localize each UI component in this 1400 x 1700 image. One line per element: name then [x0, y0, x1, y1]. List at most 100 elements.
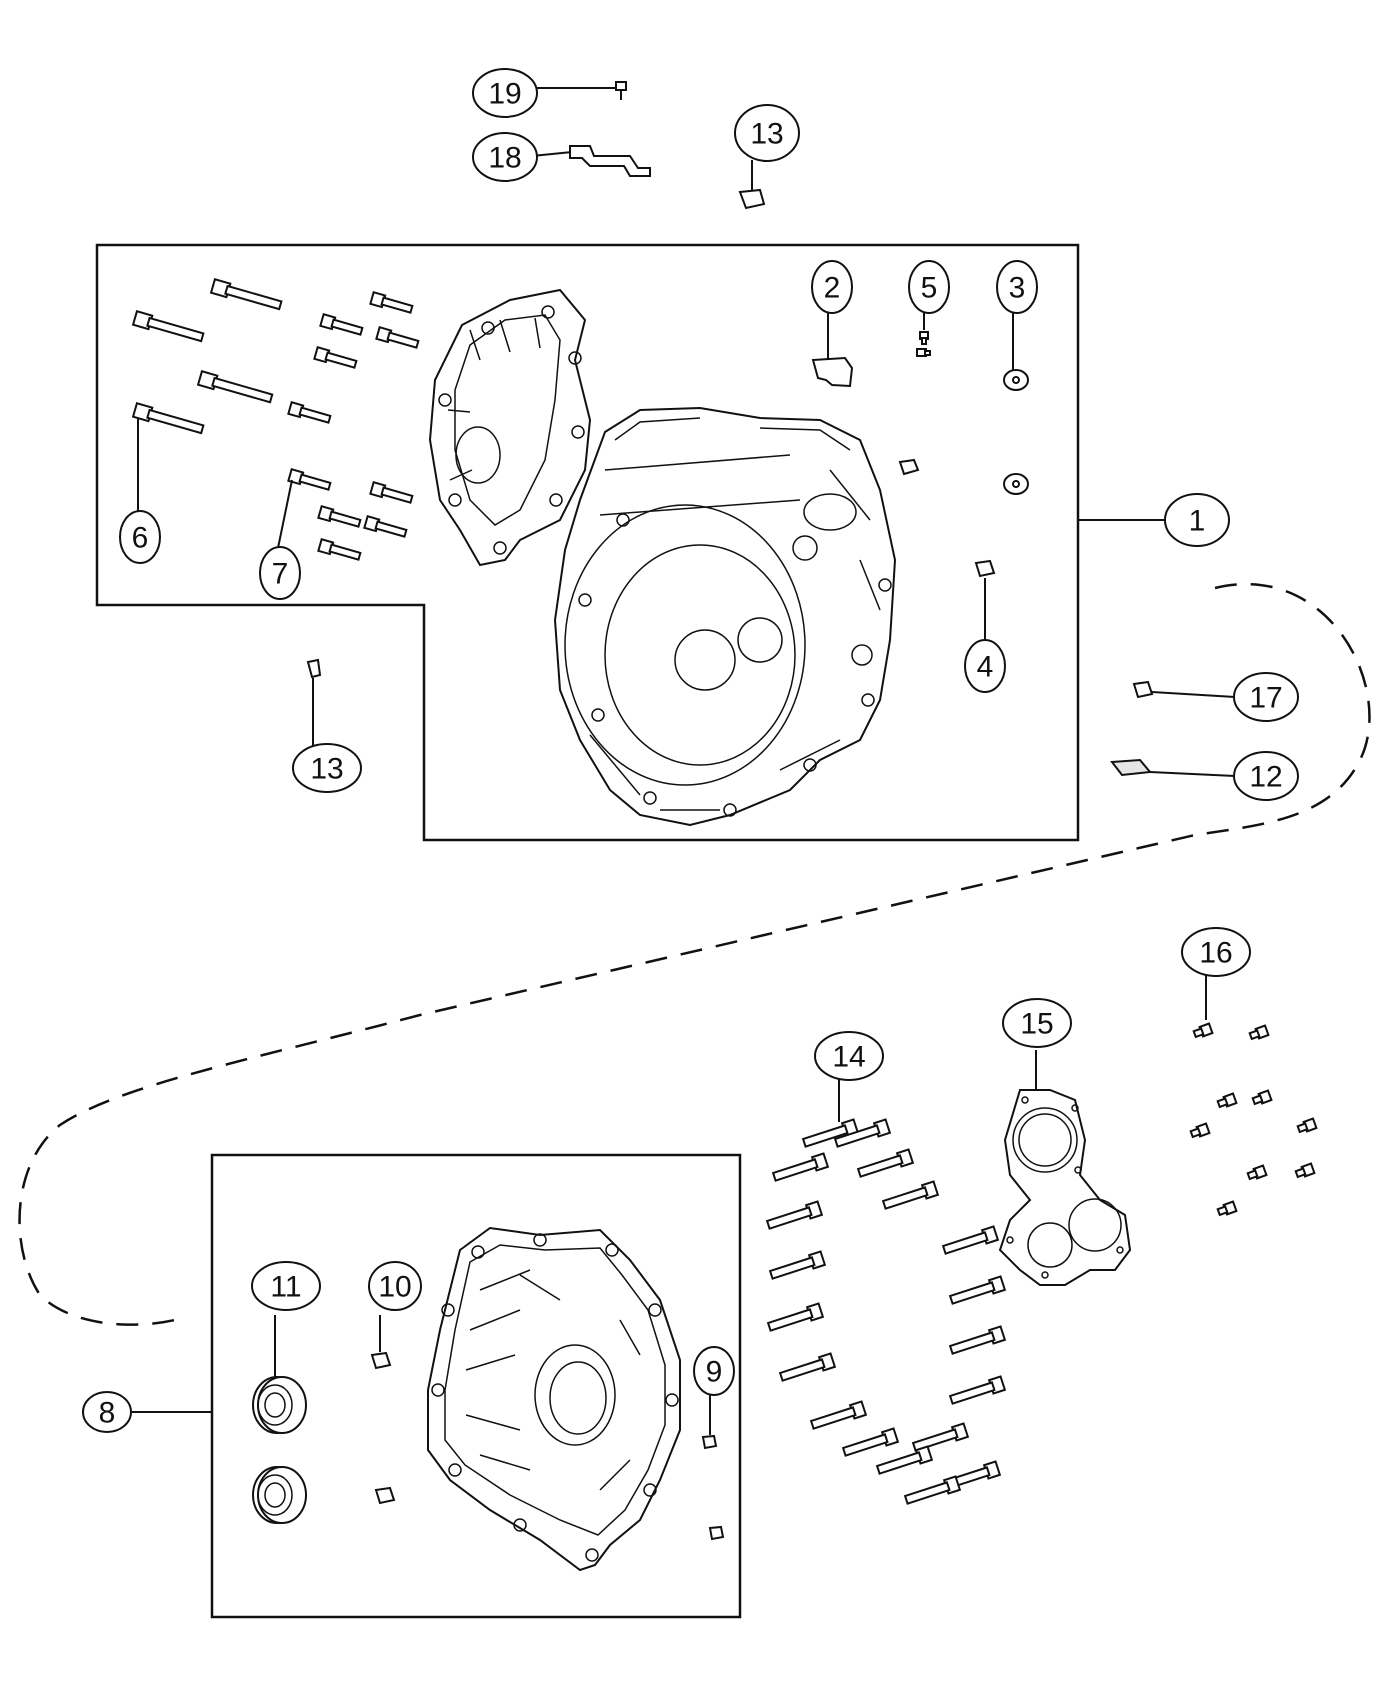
callout-bubble [82, 1391, 132, 1433]
callout-number: 14 [832, 1041, 865, 1074]
callout-number: 19 [488, 78, 521, 111]
callout-bubble [472, 132, 538, 182]
callout-number: 9 [706, 1356, 723, 1389]
callout-8: 8 [82, 1391, 132, 1433]
rear-cover-8 [427, 1226, 681, 1572]
callout-number: 15 [1020, 1008, 1053, 1041]
callout-13: 13 [292, 743, 362, 793]
callout-number: 3 [1009, 272, 1026, 305]
gasket-15 [998, 1050, 1132, 1286]
callout-bubble [814, 1031, 884, 1081]
callout-14: 14 [814, 1031, 884, 1081]
screw [1216, 1200, 1238, 1217]
bolt [856, 1148, 915, 1178]
bolt [809, 1400, 868, 1430]
screw [1296, 1117, 1318, 1134]
case-bolts-7 [287, 290, 420, 561]
plug-13-top [738, 160, 766, 210]
callout-number: 10 [378, 1271, 411, 1304]
callout-15: 15 [1002, 998, 1072, 1048]
callout-number: 2 [824, 272, 841, 305]
callout-number: 8 [99, 1397, 116, 1430]
callout-18: 18 [472, 132, 538, 182]
screw [1294, 1162, 1316, 1179]
callout-2: 2 [811, 260, 853, 314]
callout-bubble [259, 546, 301, 600]
bolt [881, 1180, 940, 1210]
callout-17: 17 [1233, 672, 1299, 722]
bolt [841, 1427, 900, 1457]
screw [1251, 1089, 1273, 1106]
plug-near-case [898, 458, 920, 476]
bolt [765, 1200, 824, 1230]
callout-4: 4 [964, 639, 1006, 693]
label-12 [1110, 758, 1236, 777]
screw [1248, 1024, 1270, 1041]
bolt [771, 1152, 830, 1182]
callout-19: 19 [472, 68, 538, 118]
plugs-9 [701, 1393, 725, 1541]
bolt [948, 1275, 1007, 1305]
screw-19 [532, 81, 627, 100]
callout-bubble [964, 639, 1006, 693]
bracket-2 [811, 307, 854, 388]
callout-bubble [251, 1261, 321, 1311]
callout-1: 1 [1164, 493, 1230, 547]
nut-4 [974, 559, 996, 644]
callout-bubble [119, 510, 161, 564]
callout-7: 7 [259, 546, 301, 600]
callout-number: 11 [270, 1271, 301, 1304]
callout-bubble [292, 743, 362, 793]
callout-number: 4 [977, 651, 994, 684]
bolt [833, 1118, 892, 1148]
bolt [948, 1375, 1007, 1405]
callout-6: 6 [119, 510, 161, 564]
bolt [778, 1352, 837, 1382]
callout-9: 9 [693, 1346, 735, 1396]
callout-bubble [996, 260, 1038, 314]
callout-number: 7 [272, 558, 289, 591]
screw [1246, 1164, 1268, 1181]
callout-number: 13 [310, 753, 343, 786]
callout-bubble [908, 260, 950, 314]
callout-number: 12 [1249, 761, 1282, 794]
case-half-cover [428, 288, 592, 567]
callout-bubble [1002, 998, 1072, 1048]
plug-13-left [306, 658, 322, 748]
callout-12: 12 [1233, 751, 1299, 801]
plugs-10 [370, 1315, 396, 1505]
callout-bubble [734, 104, 800, 162]
cover-bolts-14 [765, 1118, 1007, 1505]
bolt [911, 1422, 970, 1452]
callout-16: 16 [1181, 927, 1251, 977]
callout-11: 11 [251, 1261, 321, 1311]
lower-group-frame [210, 1153, 742, 1619]
bell-housing-bolts-6 [131, 278, 283, 435]
bolt [948, 1325, 1007, 1355]
callout-bubble [472, 68, 538, 118]
callout-number: 17 [1249, 682, 1282, 715]
washers-3 [1003, 307, 1029, 495]
callout-bubble [1233, 751, 1299, 801]
callout-3: 3 [996, 260, 1038, 314]
callout-number: 16 [1199, 937, 1232, 970]
callout-bubble [811, 260, 853, 314]
callout-bubble [1181, 927, 1251, 977]
callout-bubble [693, 1346, 735, 1396]
upper-group-frame [95, 243, 1080, 842]
bracket-18 [531, 145, 651, 177]
bearings-11 [252, 1315, 307, 1524]
callout-bubble [1164, 493, 1230, 547]
bolt [875, 1445, 934, 1475]
screws-16 [1189, 1022, 1318, 1217]
callout-number: 5 [921, 272, 938, 305]
callout-number: 18 [488, 142, 521, 175]
screw [1189, 1122, 1211, 1139]
leader-7 [277, 479, 293, 549]
bolt [903, 1475, 962, 1505]
bolt [768, 1250, 827, 1280]
bolt [941, 1225, 1000, 1255]
transmission-case-1 [553, 406, 897, 827]
nut-17 [1132, 680, 1236, 699]
